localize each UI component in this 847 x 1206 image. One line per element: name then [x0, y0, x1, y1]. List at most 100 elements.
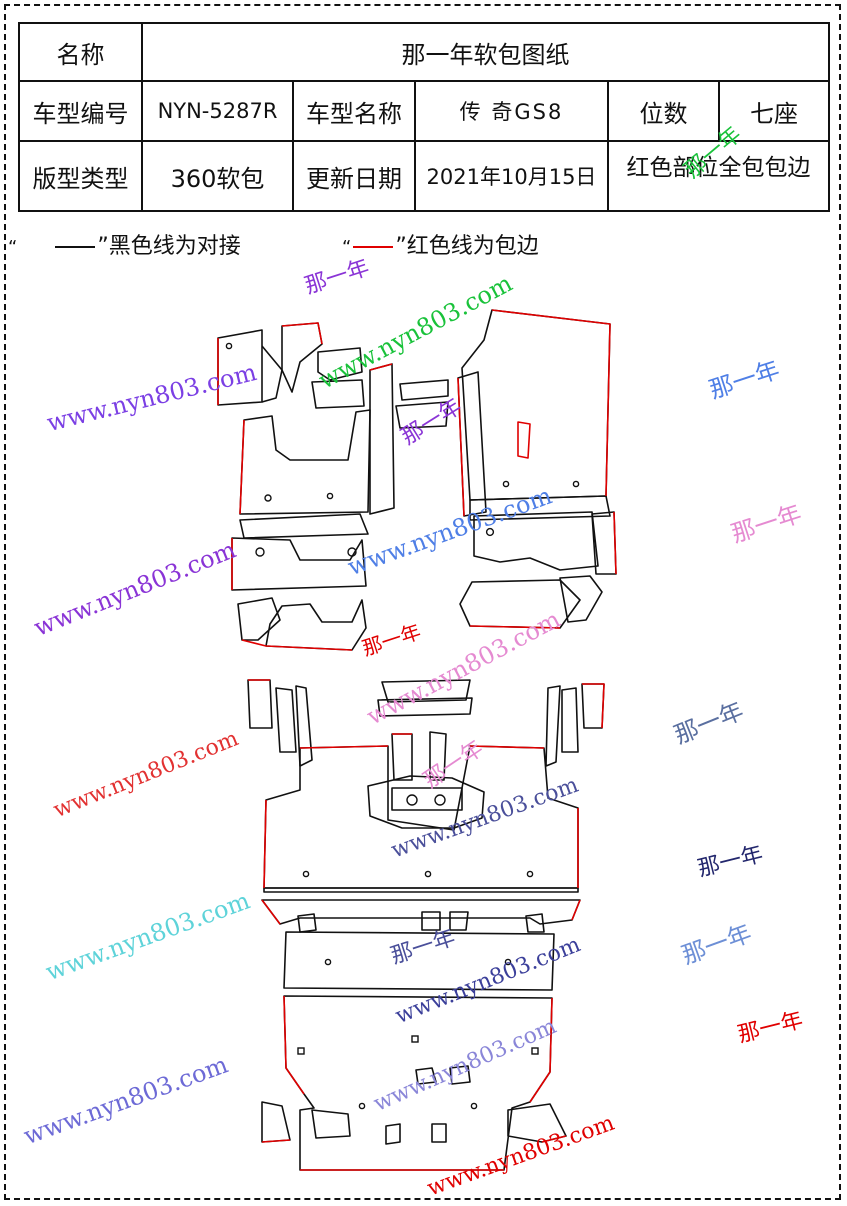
update-date-label: 更新日期	[292, 140, 416, 212]
mount-hole	[502, 480, 510, 488]
pattern-type-label: 版型类型	[18, 140, 143, 212]
legend-quote: “	[8, 237, 18, 258]
pattern-piece	[317, 347, 363, 381]
update-date-value: 2021年10月15日	[414, 140, 609, 212]
mount-hole	[297, 1047, 305, 1055]
mount-hole	[255, 547, 265, 557]
pattern-piece	[395, 401, 449, 429]
wrap-edge-line	[241, 639, 353, 651]
pattern-piece	[311, 379, 365, 409]
pattern-piece	[261, 345, 283, 403]
pattern-piece	[261, 899, 581, 925]
pattern-piece	[525, 913, 545, 933]
mount-hole	[347, 547, 357, 557]
pattern-piece	[469, 495, 611, 521]
wrap-edge-line	[469, 625, 561, 629]
red-line-sample	[353, 246, 394, 248]
pattern-piece	[239, 513, 369, 539]
pattern-piece	[231, 537, 367, 591]
model-name-label: 车型名称	[292, 80, 416, 142]
wrap-edge-line	[469, 745, 545, 749]
pattern-piece	[295, 685, 313, 767]
pattern-piece	[449, 1065, 471, 1085]
mount-hole	[411, 1035, 419, 1043]
dashed-border	[4, 4, 841, 1200]
pattern-piece	[263, 745, 579, 889]
wrap-edge-line	[529, 997, 553, 1103]
legend-red: “ ”红色线为包边	[342, 228, 539, 260]
name-label: 名称	[18, 22, 143, 82]
wrap-edge-line	[582, 683, 605, 729]
pattern-piece	[507, 1103, 567, 1143]
mount-hole	[326, 492, 334, 500]
pattern-piece	[391, 733, 413, 781]
black-line-sample	[55, 246, 96, 248]
mount-hole	[424, 870, 432, 878]
pattern-piece	[297, 913, 317, 933]
pattern-piece	[399, 379, 449, 401]
pattern-type-value: 360软包	[141, 140, 294, 212]
pattern-piece	[247, 679, 273, 729]
mount-hole	[358, 1102, 366, 1110]
model-name-value: 传 奇GS8	[414, 80, 609, 142]
mount-hole	[526, 870, 534, 878]
wrap-edge-line	[517, 421, 531, 459]
wrap-edge-line	[491, 309, 611, 497]
wrap-edge-line	[281, 322, 323, 345]
pattern-piece	[473, 511, 599, 571]
pattern-piece	[545, 685, 561, 767]
wrap-edge-line	[239, 419, 245, 515]
pattern-piece	[377, 697, 473, 717]
mount-hole	[302, 870, 310, 878]
seats-value: 七座	[718, 80, 830, 142]
pattern-piece	[385, 1123, 401, 1145]
wrap-edge-line	[541, 1135, 567, 1143]
info-table: 名称 那一年软包图纸 车型编号 NYN-5287R 车型名称 传 奇GS8 位数…	[18, 22, 830, 212]
legend-black: “ ”黑色线为对接	[8, 228, 241, 260]
wrap-edge-line	[613, 511, 617, 575]
wrap-edge-line	[283, 995, 305, 1095]
model-code-label: 车型编号	[18, 80, 143, 142]
wrap-edge-line	[299, 745, 389, 749]
wrap-edge-line	[457, 377, 465, 517]
pattern-piece	[217, 329, 263, 406]
pattern-piece	[449, 911, 469, 931]
pattern-piece	[239, 409, 371, 515]
pattern-piece	[581, 683, 605, 729]
mount-hole	[504, 958, 512, 966]
mount-hole	[434, 794, 446, 806]
pattern-piece	[415, 1067, 437, 1085]
mount-hole	[324, 958, 332, 966]
mount-hole	[264, 494, 272, 502]
pattern-piece	[275, 687, 297, 753]
pattern-piece	[261, 1101, 291, 1143]
pattern-piece	[561, 687, 579, 753]
mount-hole	[406, 794, 418, 806]
legend-red-text: ”红色线为包边	[395, 234, 539, 259]
wrap-edge-line	[261, 1139, 291, 1143]
mount-hole	[531, 1047, 539, 1055]
red-edge-note: 红色部位全包包边	[607, 140, 830, 212]
pattern-piece	[429, 731, 447, 781]
drawing-title: 那一年软包图纸	[141, 22, 830, 82]
legend-quote: “	[342, 237, 352, 258]
pattern-piece	[283, 931, 555, 991]
wrap-edge-line	[261, 899, 281, 925]
pattern-piece	[431, 1123, 447, 1143]
pattern-piece	[381, 679, 471, 703]
mount-hole	[572, 480, 580, 488]
pattern-piece	[367, 775, 485, 829]
mount-hole	[470, 1102, 478, 1110]
pattern-piece	[263, 887, 579, 893]
pattern-piece	[369, 363, 395, 515]
pattern-piece	[559, 575, 603, 623]
pattern-piece	[391, 787, 463, 811]
mount-hole	[225, 342, 233, 350]
pattern-piece	[265, 599, 367, 651]
pattern-piece	[421, 911, 441, 931]
pattern-piece	[311, 1109, 351, 1139]
mount-hole	[485, 527, 495, 537]
model-code-value: NYN-5287R	[141, 80, 294, 142]
legend-black-text: ”黑色线为对接	[97, 234, 241, 259]
